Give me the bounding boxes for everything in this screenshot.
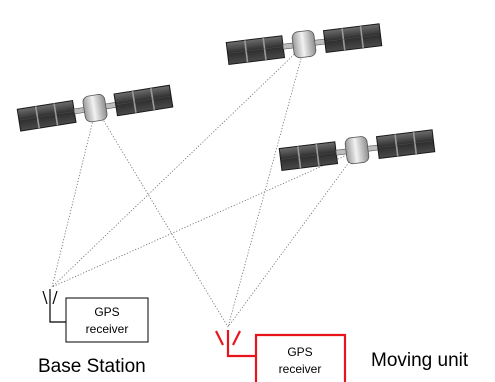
base-station-box-line1: GPS — [94, 305, 119, 319]
base-station-caption: Base Station — [38, 356, 146, 377]
base-station-box-line2: receiver — [86, 322, 129, 336]
satellite-top-right — [226, 22, 382, 67]
signal-line — [95, 107, 229, 328]
moving-unit-box-line2: receiver — [279, 362, 322, 376]
signal-line — [51, 107, 97, 288]
moving-unit-antenna-icon — [215, 330, 256, 358]
signal-line — [51, 149, 359, 288]
signal-line — [227, 43, 306, 328]
satellite-left — [17, 83, 173, 133]
base-station-receiver-box — [65, 297, 149, 343]
base-station-antenna-icon — [42, 289, 66, 323]
moving-unit-box-line1: GPS — [287, 345, 312, 359]
signal-line — [51, 43, 306, 288]
moving-unit-receiver-box — [254, 333, 347, 382]
signal-line — [227, 149, 359, 328]
satellite-middle-right — [279, 128, 435, 173]
moving-unit-caption: Moving unit — [371, 350, 469, 371]
signal-lines — [51, 43, 359, 328]
